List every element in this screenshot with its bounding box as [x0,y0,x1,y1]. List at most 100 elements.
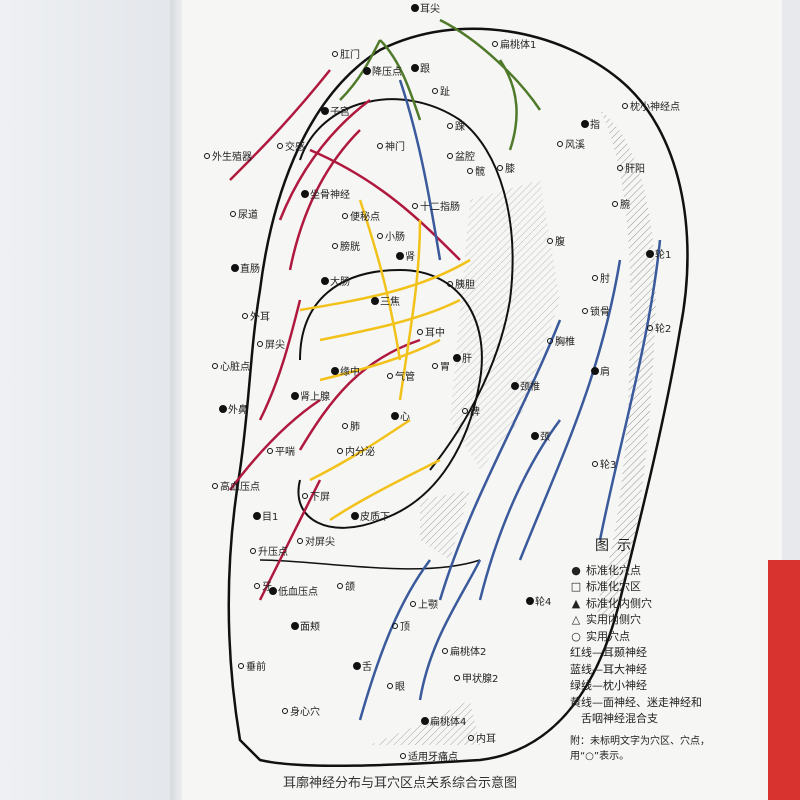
acupoint-label: 交感 [285,140,305,153]
nerve-line [439,18,542,111]
practical-point-marker [557,141,563,147]
acupoint-label: 内分泌 [345,445,375,458]
acupoint-label: 肺 [350,421,360,433]
ear-outline [227,27,689,768]
page-edge [782,0,800,560]
circle-outline-icon: ○ [571,629,581,643]
practical-point-marker [337,583,343,589]
legend-item: ○实用穴点 [570,629,710,646]
acupoint-label: 顶 [400,621,410,633]
practical-point-marker [238,663,244,669]
practical-point-marker [432,363,438,369]
legend-symbols: ●标准化穴点□标准化穴区▲标准化内侧穴△实用内侧穴○实用穴点 [570,563,710,646]
standard-point-marker [411,64,419,72]
square-outline-icon: □ [570,580,582,593]
acupoint-label: 耳尖 [420,2,440,15]
nerve-line [258,299,302,421]
nerve-line [358,199,402,361]
standard-point-marker [301,190,309,198]
legend-item: ▲标准化内侧穴 [570,596,710,613]
acupoint-label: 膝 [505,162,515,175]
practical-point-marker [462,408,468,414]
acupoint-label: 缘中 [340,365,360,378]
acupoint-label: 膀胱 [340,240,360,253]
practical-point-marker [277,143,283,149]
practical-point-marker [257,341,263,347]
standard-point-marker [591,367,599,375]
nerve-line [418,559,482,701]
practical-point-marker [230,211,236,217]
practical-point-marker [647,325,653,331]
acupoint-label: 盆腔 [455,150,475,163]
nerve-line [379,39,422,121]
legend-label: 标准化穴点 [586,563,641,577]
practical-point-marker [447,153,453,159]
legend-label: 标准化穴区 [586,580,641,593]
acupoint-label: 三焦 [380,295,400,308]
nerve-line [598,239,662,541]
red-cover-edge [768,560,800,800]
standard-point-marker [371,297,379,305]
practical-point-marker [282,708,288,714]
practical-point-marker [392,623,398,629]
lobe-outline [259,559,481,570]
acupoint-label: 坐骨神经 [310,188,350,201]
acupoint-label: 气管 [395,370,415,383]
acupoint-label: 十二指肠 [420,200,460,213]
practical-point-marker [492,41,498,47]
legend-note-line2: 用“○”表示。 [570,750,630,762]
acupoint-label: 腕 [620,198,630,211]
acupoint-label: 高血压点 [220,480,260,493]
practical-point-marker [332,243,338,249]
practical-point-marker [342,213,348,219]
practical-point-marker [592,461,598,467]
standard-point-marker [321,277,329,285]
standard-point-marker [391,412,399,420]
acupoint-labels: 耳尖扁桃体1肛门降压点外生殖器尿道直肠外耳心脏点外鼻屏尖高血压点目1升压点牙低血… [212,2,680,763]
acupoint-label: 低血压点 [278,585,318,598]
acupoint-label: 垂前 [246,660,266,673]
nerve-line [498,59,518,151]
standard-point-marker [351,512,359,520]
practical-point-marker [467,168,473,174]
acupoint-label: 身心穴 [290,705,320,718]
acupoint-label: 耳中 [425,326,445,339]
practical-point-marker [447,123,453,129]
acupoint-label: 小肠 [385,231,405,243]
practical-point-marker [297,538,303,544]
practical-point-marker [447,281,453,287]
practical-point-marker [547,338,553,344]
legend-note: 附：未标明文字为穴区、穴点， 用“○”表示。 [570,734,710,764]
acupoint-label: 面颊 [300,620,320,633]
practical-point-marker [412,203,418,209]
legend-line-item: 黄线—面神经、迷走神经和 [570,695,702,709]
acupoint-label: 轮4 [535,595,551,608]
figure-caption: 耳廓神经分布与耳穴区点关系综合示意图 [282,776,517,791]
legend-title: 图示 [595,538,639,554]
standard-point-marker [396,252,404,260]
standard-point-marker [421,717,429,725]
acupoint-label: 扁桃体4 [430,715,466,728]
practical-point-marker [342,423,348,429]
practical-point-marker [332,51,338,57]
acupoint-label: 外鼻 [228,403,248,416]
standard-point-marker [291,392,299,400]
acupoint-label: 颈椎 [520,380,540,393]
nerve-line [358,559,432,721]
acupoint-label: 平喘 [275,445,295,458]
acupoint-label: 对屏尖 [305,535,335,548]
practical-point-marker [250,548,256,554]
nerve-line [229,69,331,181]
legend-item: ● 标准化穴点 [570,563,710,580]
legend-label: 标准化内侧穴 [586,596,652,610]
standard-point-marker [363,67,371,75]
acupoint-label: 扁桃体1 [500,38,536,51]
filled-circle-icon: ● [571,563,581,577]
standard-point-marker [321,107,329,115]
acupoint-label: 屏尖 [265,338,285,351]
practical-point-marker [622,103,628,109]
standard-point-marker [331,367,339,375]
acupoint-label: 大肠 [330,275,350,288]
nerve-line [518,259,622,561]
